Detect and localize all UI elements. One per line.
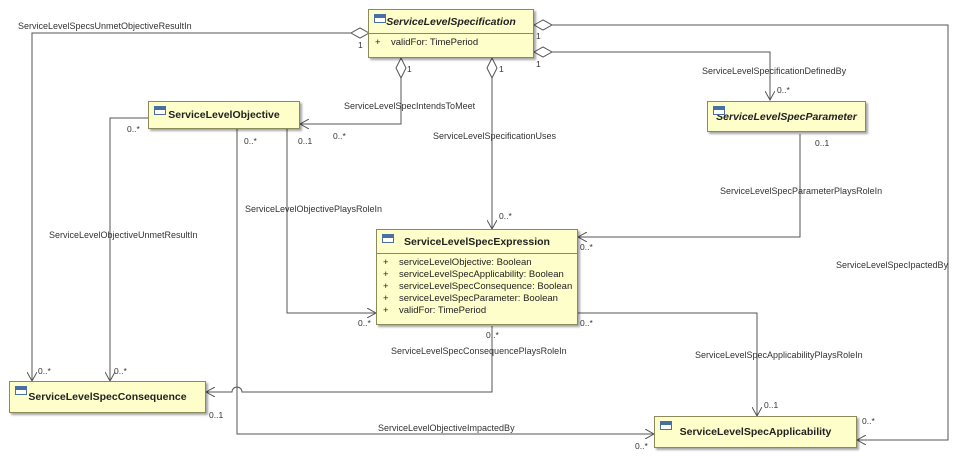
- assoc-objective-plays-role-line: [286, 129, 376, 313]
- class-service-level-objective[interactable]: ServiceLevelObjective: [148, 101, 300, 129]
- class-header: ServiceLevelSpecParameter: [708, 102, 865, 131]
- assoc-defined-by-line: [552, 51, 770, 100]
- assoc-label-impacted-by: ServiceLevelSpecIpactedBy: [836, 260, 949, 270]
- class-header: ServiceLevelObjective: [149, 102, 299, 128]
- class-name: ServiceLevelSpecParameter: [716, 110, 857, 123]
- assoc-intends-to-meet-line: [300, 78, 402, 124]
- assoc-label-objective-unmet-result: ServiceLevelObjectiveUnmetResultIn: [49, 230, 198, 240]
- assoc-parameter-plays-role-line: [578, 134, 801, 237]
- mult-objective-bottom-a: 0..*: [244, 136, 257, 146]
- class-name: ServiceLevelSpecApplicability: [679, 426, 832, 438]
- class-service-level-specification[interactable]: ServiceLevelSpecification +validFor: Tim…: [368, 9, 534, 58]
- assoc-label-unmet-objective-result: ServiceLevelSpecsUnmetObjectiveResultIn: [18, 21, 192, 31]
- assoc-label-parameter-plays-role: ServiceLevelSpecParameterPlaysRoleIn: [720, 186, 883, 196]
- mult-parameter-bottom: 0..1: [815, 138, 830, 148]
- mult-expression-top: 0..*: [499, 211, 512, 221]
- class-header: ServiceLevelSpecification: [369, 10, 533, 34]
- mult-consequence-top-b: 0..*: [114, 366, 127, 376]
- assoc-unmet-objective-result-line: [32, 32, 351, 381]
- mult-expression-left: 0..*: [358, 318, 371, 328]
- attribute-row: +serviceLevelSpecConsequence: Boolean: [383, 281, 573, 292]
- mult-consequence-right: 0..1: [209, 410, 224, 420]
- class-service-level-spec-consequence[interactable]: ServiceLevelSpecConsequence: [9, 381, 206, 413]
- assoc-label-objective-plays-role: ServiceLevelObjectivePlaysRoleIn: [245, 204, 383, 214]
- mult-spec-bottom-right: 1: [499, 64, 504, 74]
- mult-applicability-left: 0..*: [635, 441, 648, 451]
- mult-spec-left: 1: [358, 40, 363, 50]
- class-icon: [154, 106, 166, 115]
- mult-spec-bottom-left: 1: [407, 64, 412, 74]
- mult-applicability-right: 0..*: [862, 416, 875, 426]
- mult-objective-left: 0..*: [127, 124, 140, 134]
- class-header: ServiceLevelSpecConsequence: [10, 382, 205, 412]
- class-service-level-spec-parameter[interactable]: ServiceLevelSpecParameter: [707, 101, 866, 132]
- mult-parameter-top: 0..*: [777, 85, 790, 95]
- assoc-label-applicability-plays-role: ServiceLevelSpecApplicabilityPlaysRoleIn: [695, 350, 863, 360]
- assoc-label-spec-uses: ServiceLevelSpecificationUses: [433, 131, 557, 141]
- attribute-row: +validFor: TimePeriod: [375, 37, 479, 48]
- assoc-objective-unmet-result-line: [110, 117, 148, 381]
- attribute-row: +validFor: TimePeriod: [383, 305, 487, 316]
- class-service-level-spec-applicability[interactable]: ServiceLevelSpecApplicability: [654, 416, 857, 448]
- mult-expression-bottom: 0..*: [486, 330, 499, 340]
- assoc-label-consequence-plays-role: ServiceLevelSpecConsequencePlaysRoleIn: [391, 346, 567, 356]
- class-name: ServiceLevelSpecConsequence: [28, 391, 187, 403]
- assoc-objective-impacted-by-line: [236, 129, 654, 434]
- attribute-list: +validFor: TimePeriod: [369, 34, 533, 51]
- class-name: ServiceLevelSpecification: [386, 16, 516, 28]
- class-header: ServiceLevelSpecExpression: [377, 230, 577, 254]
- class-name: ServiceLevelSpecExpression: [404, 236, 550, 248]
- mult-objective-in: 0..*: [333, 131, 346, 141]
- attribute-row: +serviceLevelObjective: Boolean: [383, 257, 532, 268]
- class-icon: [660, 421, 672, 430]
- class-service-level-spec-expression[interactable]: ServiceLevelSpecExpression +serviceLevel…: [376, 229, 578, 325]
- mult-objective-bottom-b: 0..1: [298, 136, 313, 146]
- class-icon: [15, 386, 27, 395]
- assoc-impacted-by-line: [552, 24, 949, 440]
- class-icon: [382, 234, 394, 243]
- assoc-applicability-plays-role-line: [578, 312, 757, 416]
- class-icon: [713, 106, 725, 115]
- class-name: ServiceLevelObjective: [168, 109, 280, 121]
- mult-spec-right-top: 1: [536, 31, 541, 41]
- assoc-consequence-plays-role-line: [206, 326, 493, 392]
- class-icon: [374, 14, 386, 23]
- class-header: ServiceLevelSpecApplicability: [655, 417, 856, 447]
- mult-consequence-top-a: 0..*: [38, 366, 51, 376]
- assoc-label-objective-impacted-by: ServiceLevelObjectiveImpactedBy: [378, 423, 515, 433]
- attribute-row: +serviceLevelSpecParameter: Boolean: [383, 293, 558, 304]
- mult-expression-right-bottom: 0..*: [580, 318, 593, 328]
- mult-applicability-top: 0..1: [764, 400, 779, 410]
- attribute-list: +serviceLevelObjective: Boolean +service…: [377, 254, 577, 319]
- mult-expression-right-top: 0..*: [580, 242, 593, 252]
- attribute-row: +serviceLevelSpecApplicability: Boolean: [383, 269, 564, 280]
- assoc-label-defined-by: ServiceLevelSpecificationDefinedBy: [702, 66, 847, 76]
- mult-spec-right: 1: [536, 59, 541, 69]
- assoc-label-intends-to-meet: ServiceLevelSpecIntendsToMeet: [344, 101, 476, 111]
